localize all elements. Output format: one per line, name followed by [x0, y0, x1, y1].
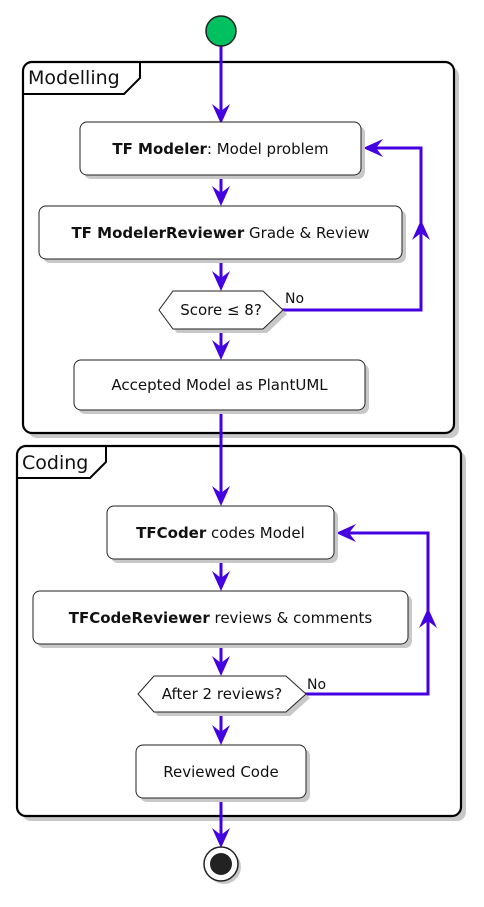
arrowhead-down: [212, 828, 230, 848]
arrowhead-left: [363, 139, 383, 157]
code-reviewer-action: reviews & comments: [210, 609, 373, 627]
coder-step-actor: TFCoder: [136, 524, 207, 542]
arrowhead-down: [212, 656, 230, 676]
arrowhead-down: [212, 340, 230, 360]
modelling-group-title: Modelling: [28, 67, 120, 89]
svg-text:TF Modeler: Model problem: TF Modeler: Model problem: [112, 140, 328, 158]
arrowhead-down: [212, 571, 230, 591]
arrowhead-up: [412, 220, 430, 240]
reviewed-code-label: Reviewed Code: [163, 763, 278, 781]
svg-text:TF ModelerReviewer Grade & Rev: TF ModelerReviewer Grade & Review: [71, 224, 369, 242]
arrowhead-up: [419, 608, 437, 628]
arrowhead-down: [212, 486, 230, 506]
score-decision: Score ≤ 8? No: [158, 290, 304, 333]
code-reviewer-actor: TFCodeReviewer: [69, 609, 211, 627]
arrowhead-down: [212, 186, 230, 206]
arrowheads: [212, 104, 437, 848]
arrowhead-down: [212, 271, 230, 291]
coding-group-title: Coding: [22, 452, 88, 474]
score-decision-label: Score ≤ 8?: [180, 301, 262, 319]
arrowhead-down: [212, 104, 230, 124]
coder-step-action: codes Model: [206, 524, 305, 542]
modeler-step-actor: TF Modeler: [112, 140, 207, 158]
code-reviewer-step: TFCodeReviewer reviews & comments: [32, 590, 412, 648]
modeler-reviewer-step: TF ModelerReviewer Grade & Review: [38, 205, 406, 263]
accepted-model-node: Accepted Model as PlantUML: [73, 359, 369, 414]
arrowhead-down: [212, 725, 230, 745]
svg-text:TFCodeReviewer reviews & comme: TFCodeReviewer reviews & comments: [69, 609, 373, 627]
reviews-no-label: No: [307, 677, 326, 693]
modeler-step-action: : Model problem: [207, 140, 329, 158]
reviewed-code-node: Reviewed Code: [135, 744, 310, 802]
arrowhead-left: [336, 524, 356, 542]
reviews-decision: After 2 reviews? No: [137, 675, 326, 716]
accepted-model-label: Accepted Model as PlantUML: [111, 376, 328, 394]
modeler-reviewer-action: Grade & Review: [244, 224, 369, 242]
modeler-step: TF Modeler: Model problem: [79, 121, 365, 179]
coder-step: TFCoder codes Model: [106, 505, 338, 563]
reviews-decision-label: After 2 reviews?: [162, 685, 282, 703]
svg-text:TFCoder codes Model: TFCoder codes Model: [136, 524, 305, 542]
modeler-reviewer-actor: TF ModelerReviewer: [71, 224, 244, 242]
end-node: [203, 846, 241, 884]
score-no-label: No: [285, 291, 304, 307]
start-node: [205, 15, 237, 47]
